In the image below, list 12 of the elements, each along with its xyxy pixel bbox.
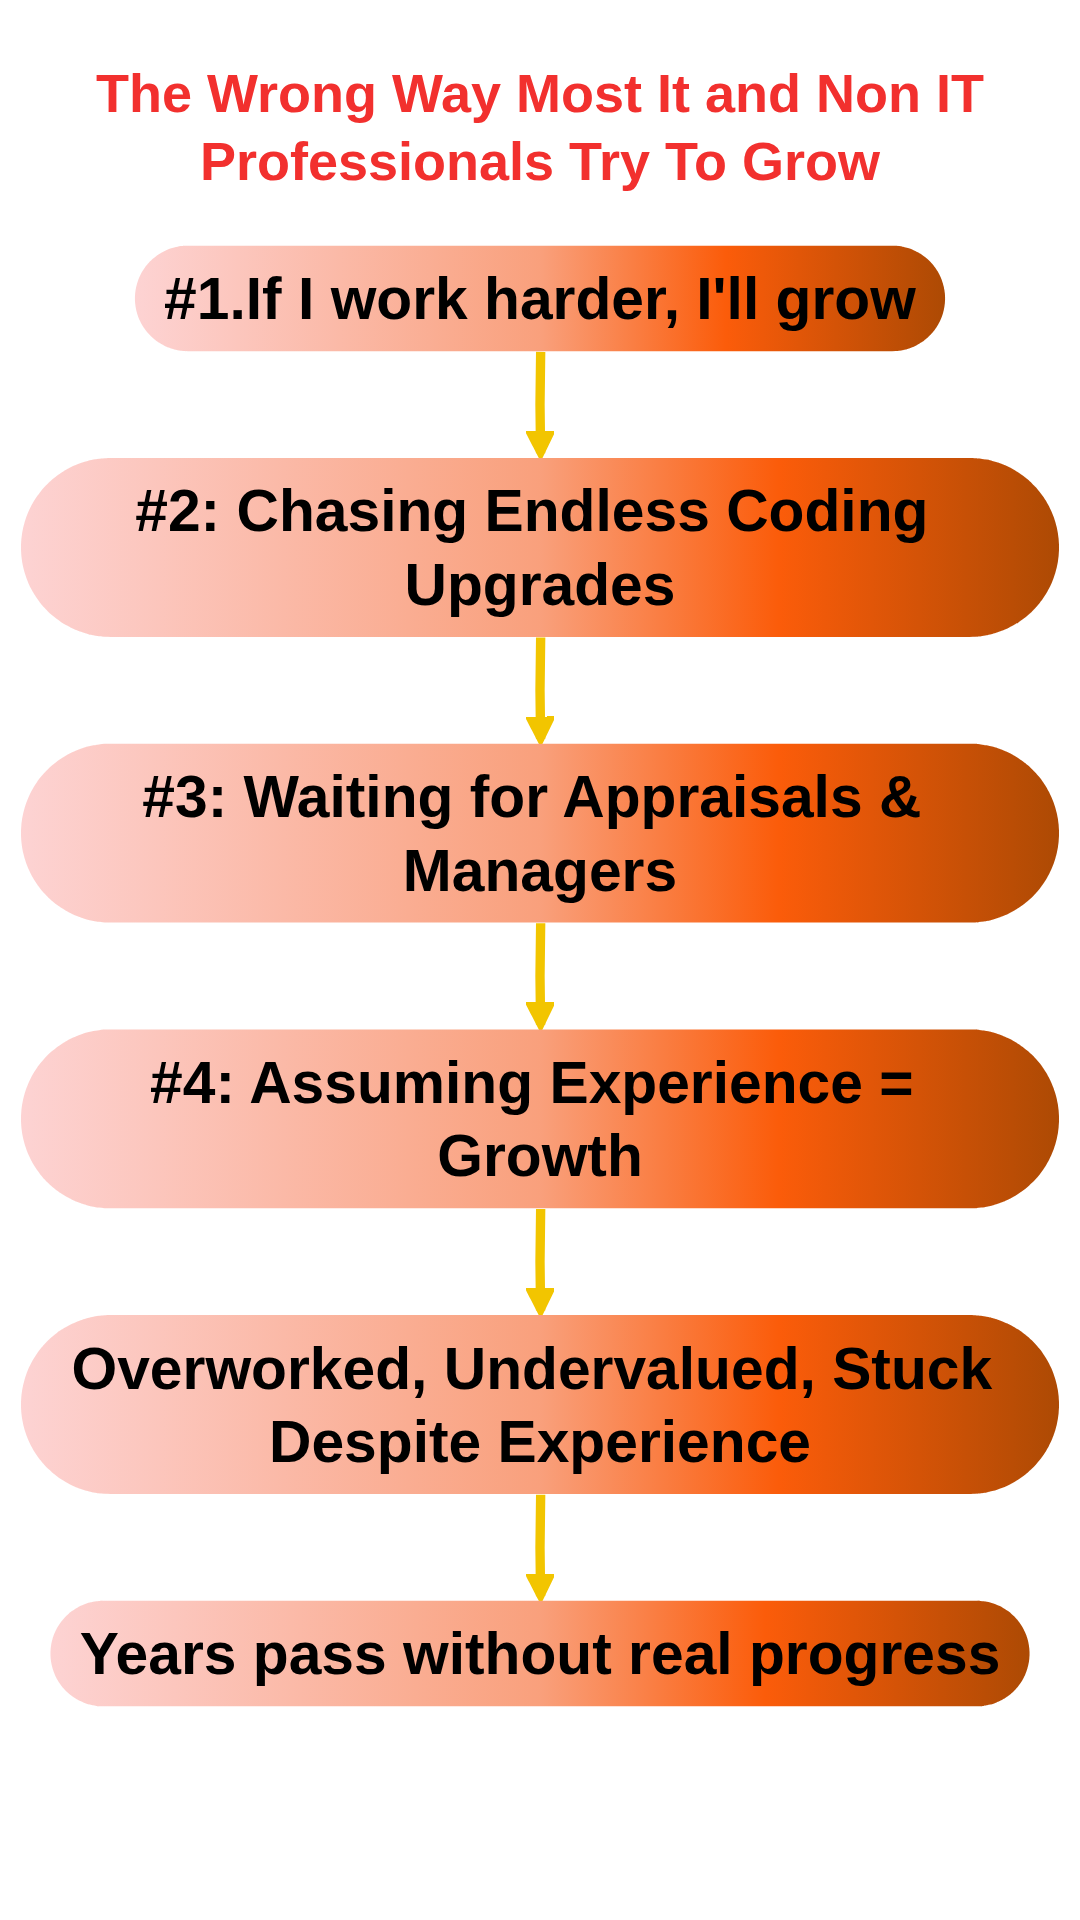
arrow bbox=[525, 923, 556, 1032]
arrow bbox=[525, 1208, 556, 1318]
node-box: Overworked, Undervalued, Stuck Despite Experience bbox=[21, 1315, 1059, 1495]
arrow bbox=[525, 351, 556, 460]
node-box: #3: Waiting for Appraisals & Managers bbox=[21, 743, 1059, 923]
arrow bbox=[525, 1494, 556, 1603]
arrow bbox=[525, 637, 556, 746]
node-box: #1.If I work harder, I'll grow bbox=[134, 245, 946, 352]
node-box: Years pass without real progress bbox=[50, 1600, 1030, 1707]
node-box: #2: Chasing Endless Coding Upgrades bbox=[21, 457, 1059, 637]
title: The Wrong Way Most It and Non IT Professionals Try To Grow bbox=[95, 62, 985, 193]
node-box: #4: Assuming Experience = Growth bbox=[21, 1029, 1059, 1209]
